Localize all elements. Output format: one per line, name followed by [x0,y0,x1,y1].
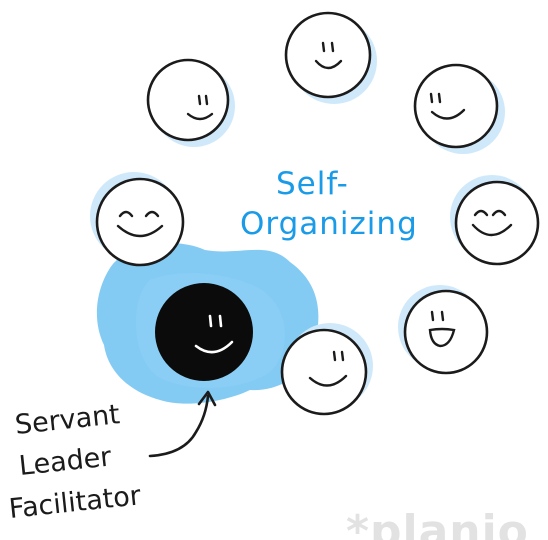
role-label-line3: Facilitator [7,480,143,525]
smiley-face-icon [116,210,164,238]
leader-member [155,283,253,381]
smiley-face-icon [428,310,456,348]
leader-smiley-icon [194,314,234,354]
arrow-icon [148,390,217,458]
smiley-face-icon [308,350,348,387]
team-member-top-right [413,63,505,154]
center-label-line1: Self- [276,166,349,202]
team-member-bottom [280,323,373,416]
role-label-line1: Servant [13,399,121,441]
smiley-face-icon [429,92,466,120]
team-member-top-left [146,58,235,147]
smiley-face-icon [186,94,214,121]
smiley-face-icon [314,41,343,70]
role-label-line2: Leader [17,441,113,482]
smiley-face-icon [471,209,513,237]
team-member-left [90,172,185,267]
team-member-right [450,175,540,266]
center-label-line2: Organizing [240,206,418,242]
watermark-logo: *planio [346,506,529,540]
team-member-top [284,11,377,104]
team-member-bottom-right [398,285,489,375]
